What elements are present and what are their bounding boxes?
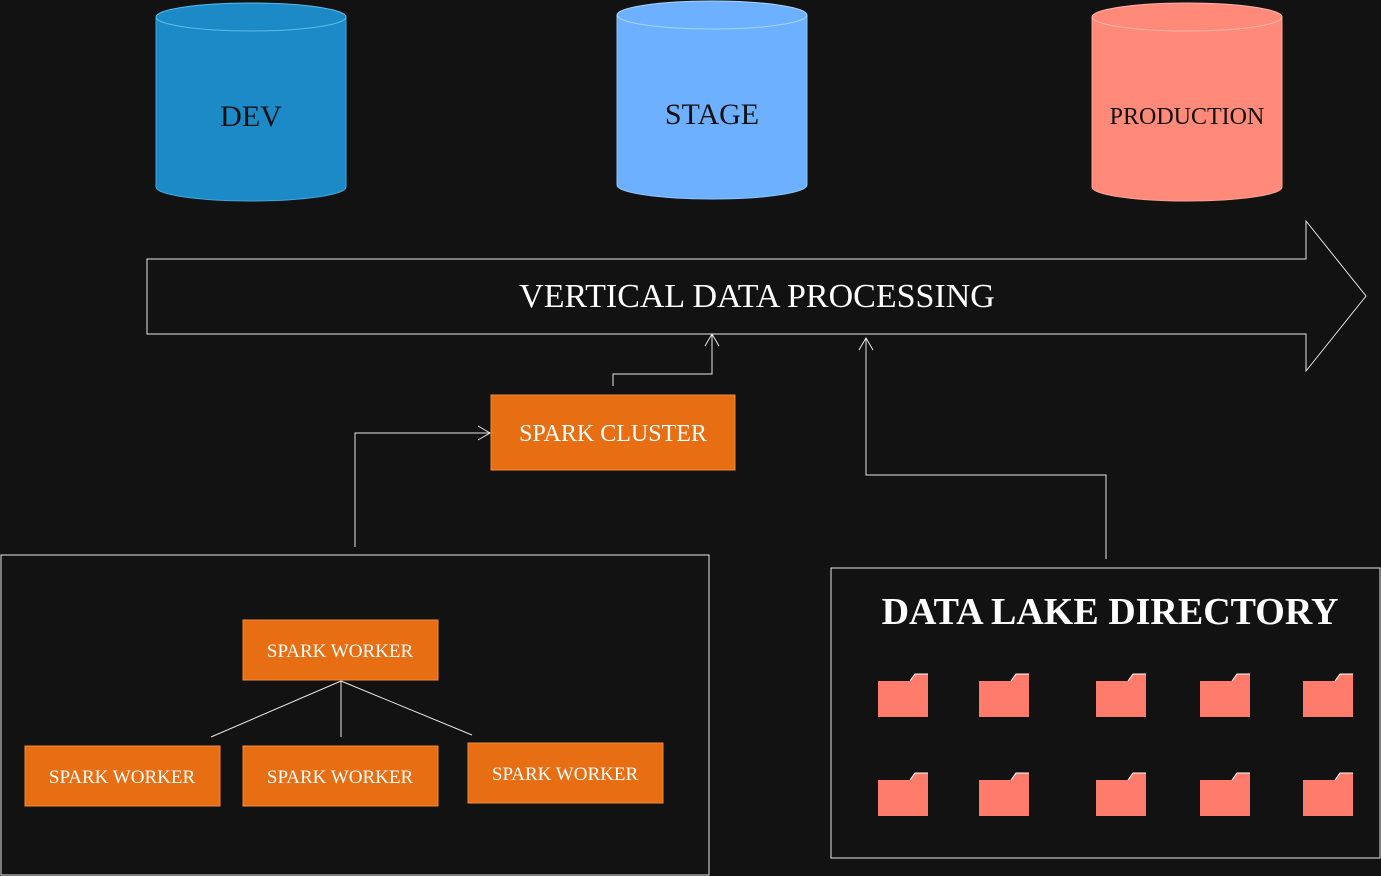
- database-production-label: PRODUCTION: [1110, 104, 1265, 130]
- spark-worker-node: SPARK WORKER: [24, 745, 221, 807]
- folder-icon: [1200, 674, 1250, 717]
- folder-tab-highlight: [909, 772, 928, 781]
- folder-tab-highlight: [1231, 673, 1250, 682]
- database-dev-label: DEV: [220, 100, 282, 133]
- database-stage-label: STAGE: [665, 98, 759, 131]
- folder-icon: [1303, 773, 1353, 816]
- connector-workers-to-cluster: [354, 425, 491, 547]
- folder-grid: [878, 673, 1353, 816]
- process-arrow-label: VERTICAL DATA PROCESSING: [519, 278, 995, 315]
- folder-icon: [1096, 674, 1146, 717]
- folder-tab-highlight: [1127, 673, 1146, 682]
- folder-icon: [979, 773, 1029, 816]
- folder-icon: [1096, 773, 1146, 816]
- connector-datalake-to-arrow: [858, 337, 1107, 559]
- spark-worker-node: SPARK WORKER: [242, 619, 439, 681]
- spark-worker-node: SPARK WORKER: [242, 745, 439, 807]
- folder-tab-highlight: [1334, 772, 1353, 781]
- folder-icon: [1200, 773, 1250, 816]
- folder-tab-highlight: [909, 673, 928, 682]
- folder-tab-highlight: [1127, 772, 1146, 781]
- spark-worker-label: SPARK WORKER: [267, 641, 414, 662]
- folder-tab-highlight: [1231, 772, 1250, 781]
- data-lake-directory: DATA LAKE DIRECTORY: [830, 567, 1381, 859]
- spark-worker-label: SPARK WORKER: [492, 764, 639, 785]
- folder-tab-highlight: [1010, 673, 1029, 682]
- spark-worker-label: SPARK WORKER: [49, 767, 196, 788]
- database-stage: STAGE: [616, 0, 808, 200]
- database-dev: DEV: [155, 2, 347, 202]
- folder-icon: [878, 674, 928, 717]
- process-arrow: VERTICAL DATA PROCESSING: [146, 219, 1367, 373]
- spark-cluster-label: SPARK CLUSTER: [519, 421, 707, 447]
- spark-worker-label: SPARK WORKER: [267, 767, 414, 788]
- worker-tree-lines: [210, 680, 473, 738]
- spark-workers-container: [0, 554, 710, 876]
- data-lake-title: DATA LAKE DIRECTORY: [882, 591, 1339, 633]
- spark-cluster-node: SPARK CLUSTER: [490, 394, 736, 471]
- folder-tab-highlight: [1010, 772, 1029, 781]
- folder-icon: [878, 773, 928, 816]
- database-production: PRODUCTION: [1091, 2, 1283, 202]
- folder-icon: [1303, 674, 1353, 717]
- folder-tab-highlight: [1334, 673, 1353, 682]
- connector-cluster-to-arrow: [612, 333, 720, 386]
- spark-worker-node: SPARK WORKER: [467, 742, 664, 804]
- folder-icon: [979, 674, 1029, 717]
